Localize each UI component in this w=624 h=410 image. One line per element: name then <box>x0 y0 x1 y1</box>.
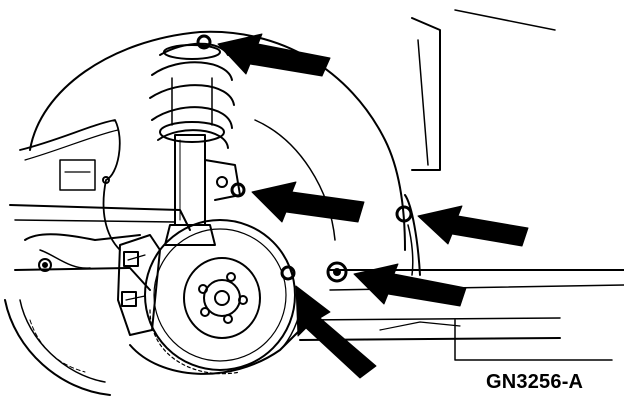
splash-shield-fastener <box>326 261 348 283</box>
lower-fastener <box>280 265 296 281</box>
figure-id-label: GN3256-A <box>486 371 584 393</box>
lower-arm <box>9 159 191 291</box>
body-panel-lines <box>404 9 556 276</box>
strut-bracket-fastener <box>230 182 246 198</box>
body-panel-fastener <box>395 205 413 223</box>
brake-caliper <box>117 234 161 336</box>
fastener-callout-4 <box>353 263 467 307</box>
wheel-well-outline <box>29 30 406 251</box>
brake-rotor <box>144 219 296 375</box>
strut-body <box>164 134 241 246</box>
wheel-hub <box>198 272 248 324</box>
upper-strut-mount-nut <box>196 34 212 50</box>
fastener-callout-5 <box>295 285 377 379</box>
coil-spring <box>149 42 235 149</box>
brake-hose <box>19 119 121 251</box>
callout-arrows <box>217 33 529 379</box>
fastener-callout-2 <box>251 181 365 223</box>
tire-partial <box>4 299 111 396</box>
fastener-callout-1 <box>217 33 331 77</box>
splash-shield-fastener-inner <box>333 268 341 276</box>
fasteners <box>196 34 413 283</box>
fastener-callout-3 <box>417 205 529 247</box>
